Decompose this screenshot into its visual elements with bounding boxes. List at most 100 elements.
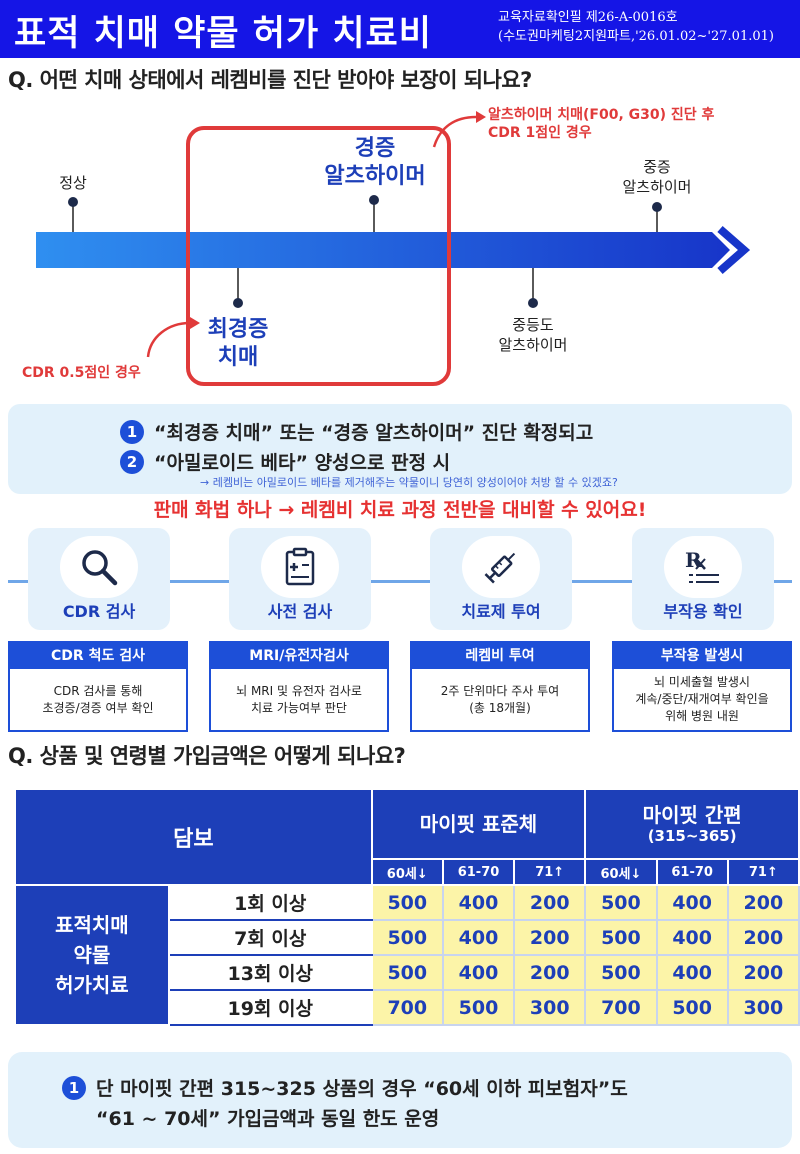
header-cover: 담보 — [14, 788, 373, 886]
footnote-line1: 1 단 마이핏 간편 315~325 상품의 경우 “60세 이하 피보험자”도 — [62, 1074, 628, 1101]
info-body-line: CDR 검사를 통해 — [53, 683, 143, 698]
stage-moderate-line1: 중등도 — [512, 316, 554, 334]
info-body-line: 계속/중단/재개여부 확인을 — [635, 692, 769, 706]
amount-cell: 500 — [370, 919, 444, 956]
amount-cell: 500 — [584, 884, 658, 921]
amount-cell: 500 — [441, 989, 516, 1026]
condition-1-number: 1 — [120, 419, 144, 444]
stage-mild-line1: 경증 — [354, 136, 396, 161]
cover-name-line: 허가치료 — [55, 973, 129, 997]
arrow-left-note — [146, 321, 191, 358]
info-heading: CDR 척도 검사 — [10, 643, 186, 669]
amount-cell: 200 — [726, 954, 800, 991]
cover-name-line: 약물 — [73, 943, 111, 967]
footnote-text1: 단 마이핏 간편 315~325 상품의 경우 “60세 이하 피보험자”도 — [96, 1078, 628, 1100]
clipboard-icon — [285, 547, 315, 586]
stage-mci-line1: 최경증 — [207, 317, 269, 342]
pin-severe — [652, 202, 662, 212]
amount-cell: 400 — [441, 954, 516, 991]
info-mri: MRI/유전자검사 뇌 MRI 및 유전자 검사로 치료 가능여부 판단 — [209, 641, 389, 732]
syringe-icon — [484, 552, 516, 584]
info-body-line: 초경증/경증 여부 확인 — [42, 700, 154, 715]
info-body-line: 치료 가능여부 판단 — [251, 700, 347, 715]
step-label: 사전 검사 — [267, 602, 333, 621]
amount-cell: 200 — [726, 919, 800, 956]
step-side-effect: R 부작용 확인 — [632, 528, 774, 630]
amount-cell: 400 — [655, 954, 729, 991]
step-label: CDR 검사 — [62, 602, 136, 621]
condition-1: 1 “최경증 치매” 또는 “경증 알츠하이머” 진단 확정되고 — [120, 418, 593, 445]
footnote-number: 1 — [62, 1075, 86, 1100]
pin-moderate — [528, 298, 538, 308]
header-age: 61-70 — [655, 858, 729, 886]
pin-mild — [369, 195, 379, 205]
footnote-panel — [8, 1052, 792, 1148]
timeline-chevron — [717, 225, 751, 275]
info-cdr: CDR 척도 검사 CDR 검사를 통해 초경증/경증 여부 확인 — [8, 641, 188, 732]
stage-severe-line2: 알츠하이머 — [622, 178, 692, 196]
cover-name-line: 표적치매 — [55, 913, 129, 937]
info-body-line: 뇌 MRI 및 유전자 검사로 — [236, 683, 362, 698]
note-cdr1: 알츠하이머 치매(F00, G30) 진단 후 CDR 1점인 경우 — [488, 106, 714, 142]
stage-mci-line2: 치매 — [217, 345, 259, 370]
stage-severe-line1: 중증 — [643, 158, 671, 176]
header-age: 71↑ — [726, 858, 800, 886]
amount-cell: 400 — [655, 919, 729, 956]
header-age: 60세↓ — [584, 858, 658, 886]
stage-mci: 최경증 치매 — [178, 316, 298, 372]
page-title: 표적 치매 약물 허가 치료비 — [14, 14, 432, 54]
row-label: 7회 이상 — [167, 919, 373, 956]
note-cdr1-line2: CDR 1점인 경우 — [488, 125, 592, 141]
amount-cell: 700 — [584, 989, 658, 1026]
amount-cell: 500 — [584, 919, 658, 956]
header-product-simple: 마이핏 간편 (315~365) — [584, 788, 800, 860]
header-product-simple-name: 마이핏 간편 — [642, 803, 742, 827]
info-body-line: (총 18개월) — [469, 700, 531, 715]
magnifier-icon — [82, 550, 118, 586]
stage-normal: 정상 — [59, 174, 87, 192]
note-cdr05: CDR 0.5점인 경우 — [22, 365, 141, 381]
condition-2-number: 2 — [120, 449, 144, 474]
info-body: 뇌 미세출혈 발생시 계속/중단/재개여부 확인을 위해 병원 내원 — [614, 669, 790, 730]
row-label: 1회 이상 — [167, 884, 373, 921]
info-body: 뇌 MRI 및 유전자 검사로 치료 가능여부 판단 — [211, 669, 387, 730]
amount-cell: 400 — [655, 884, 729, 921]
info-body-line: 위해 병원 내원 — [665, 709, 739, 723]
amount-cell: 200 — [513, 919, 587, 956]
amount-cell: 200 — [513, 884, 587, 921]
svg-text:R: R — [685, 548, 702, 572]
timeline-bar — [36, 232, 730, 268]
step-cdr-test: CDR 검사 — [28, 528, 170, 630]
info-body: 2주 단위마다 주사 투여 (총 18개월) — [412, 669, 588, 730]
condition-1-text: “최경증 치매” 또는 “경증 알츠하이머” 진단 확정되고 — [154, 422, 594, 444]
approval-note-line1: 교육자료확인필 제26-A-0016호 — [498, 10, 678, 25]
stage-mild: 경증 알츠하이머 — [300, 135, 450, 191]
amount-cell: 500 — [370, 884, 444, 921]
amount-cell: 300 — [726, 989, 800, 1026]
info-heading: 부작용 발생시 — [614, 643, 790, 669]
info-body-line: 뇌 미세출혈 발생시 — [654, 675, 750, 689]
condition-footnote: → 레켐비는 아밀로이드 베타를 제거해주는 약물이니 당연히 양성이어야 처방… — [200, 476, 618, 489]
header-age: 60세↓ — [370, 858, 444, 886]
condition-2-text: “아밀로이드 베타” 양성으로 판정 시 — [154, 452, 451, 474]
info-heading: MRI/유전자검사 — [211, 643, 387, 669]
amount-cell: 700 — [370, 989, 444, 1026]
info-side-effect: 부작용 발생시 뇌 미세출혈 발생시 계속/중단/재개여부 확인을 위해 병원 … — [612, 641, 792, 732]
cover-name: 표적치매 약물 허가치료 — [14, 884, 170, 1026]
table-row: 13회 이상 500 400 200 500 400 200 — [15, 954, 800, 991]
stage-mild-line2: 알츠하이머 — [324, 164, 426, 189]
step-drug-dose: 치료제 투여 — [430, 528, 572, 630]
step-label: 치료제 투여 — [461, 602, 541, 621]
stage-moderate: 중등도 알츠하이머 — [473, 315, 593, 355]
conditions-panel — [8, 404, 792, 494]
table-row: 19회 이상 700 500 300 700 500 300 — [15, 989, 800, 1026]
process-connector — [8, 580, 792, 583]
amount-cell: 500 — [370, 954, 444, 991]
note-cdr1-line1: 알츠하이머 치매(F00, G30) 진단 후 — [488, 107, 715, 123]
progression-timeline — [36, 111, 751, 358]
approval-note-line2: (수도권마케팅2지원파트,'26.01.02~'27.01.01) — [498, 29, 774, 44]
info-heading: 레켐비 투여 — [412, 643, 588, 669]
coverage-amount-table: 담보 마이핏 표준체 마이핏 간편 (315~365) 60세↓ 61-70 7… — [14, 788, 800, 1026]
info-body: CDR 검사를 통해 초경증/경증 여부 확인 — [10, 669, 186, 730]
header-age: 71↑ — [513, 858, 587, 886]
